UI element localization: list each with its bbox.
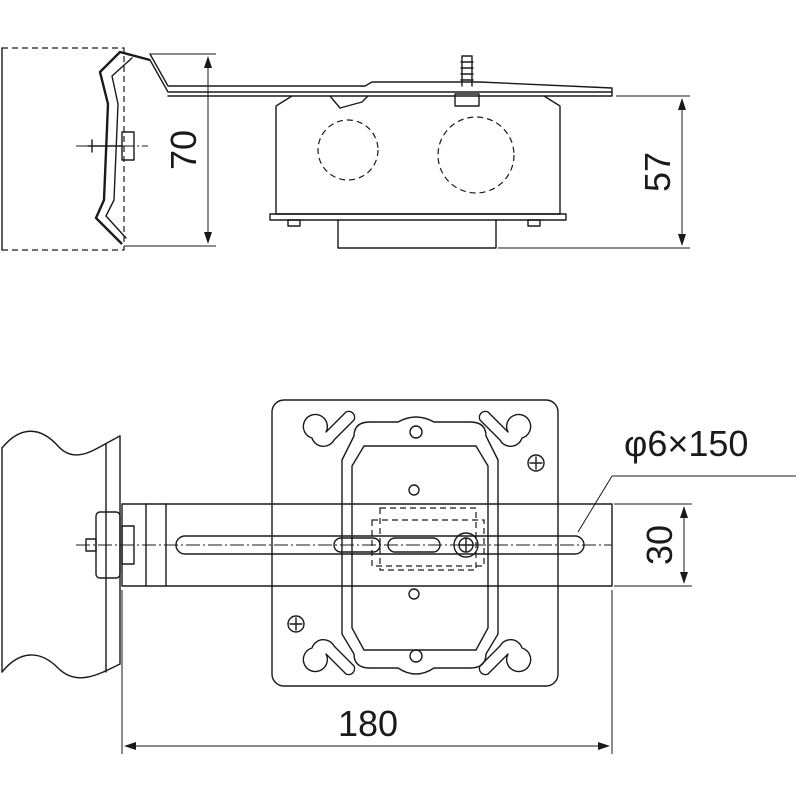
slider-slot-left [333,537,381,553]
mud-ring-inner [351,445,489,651]
clip-latch [329,95,369,109]
ring-screw-hole-top [409,425,423,439]
outlet-box-flange [269,213,567,221]
pillar-break-top [1,430,121,456]
ring-hole-upper [408,484,420,496]
foot-left [287,219,301,227]
slider-clip [371,519,485,567]
pillar-break-bottom [1,654,121,679]
keyhole-slots [302,410,532,676]
clamp-arm [149,59,613,93]
stud-nut [454,93,480,107]
outlet-box-side [275,95,561,215]
ring-hole-lower [408,588,420,600]
mud-ring-outer [341,416,499,675]
dim-70-label: 70 [163,130,204,170]
rod-spec-label: φ6×150 [624,423,748,464]
screw-icon [287,615,305,633]
slider-screw-icon [453,532,479,558]
dim-180-label: 180 [338,703,398,744]
clamp-band-inner [105,57,133,239]
mud-ring-side [337,219,497,249]
knockout-right [437,116,515,194]
dim-30: 30 [614,503,692,587]
pillar-section-top [2,47,125,251]
foot-right [527,219,541,227]
screw-icon [527,454,545,472]
plan-clamp-bolt [85,538,97,552]
dim-30-label: 30 [639,525,680,565]
ring-screw-hole-bottom [409,649,423,663]
clamp-band [94,50,151,245]
plan-view: φ6×150 30 180 [1,399,796,754]
knockout-left [317,119,379,181]
plan-clamp-washer [121,525,135,565]
dim-57-label: 57 [637,152,678,192]
dim-57: 57 [498,95,690,249]
clamp-arm-upper [149,53,613,97]
plate-screws [287,454,545,633]
slider-clip-outer [379,507,477,571]
rod-spec-callout: φ6×150 [577,423,796,533]
side-view: 70 57 [1,47,690,251]
threaded-stud [460,55,474,87]
dim-70: 70 [124,53,216,247]
mounting-plate [271,399,559,687]
slider-slot-mid [387,537,441,553]
dim-180: 180 [121,590,613,754]
